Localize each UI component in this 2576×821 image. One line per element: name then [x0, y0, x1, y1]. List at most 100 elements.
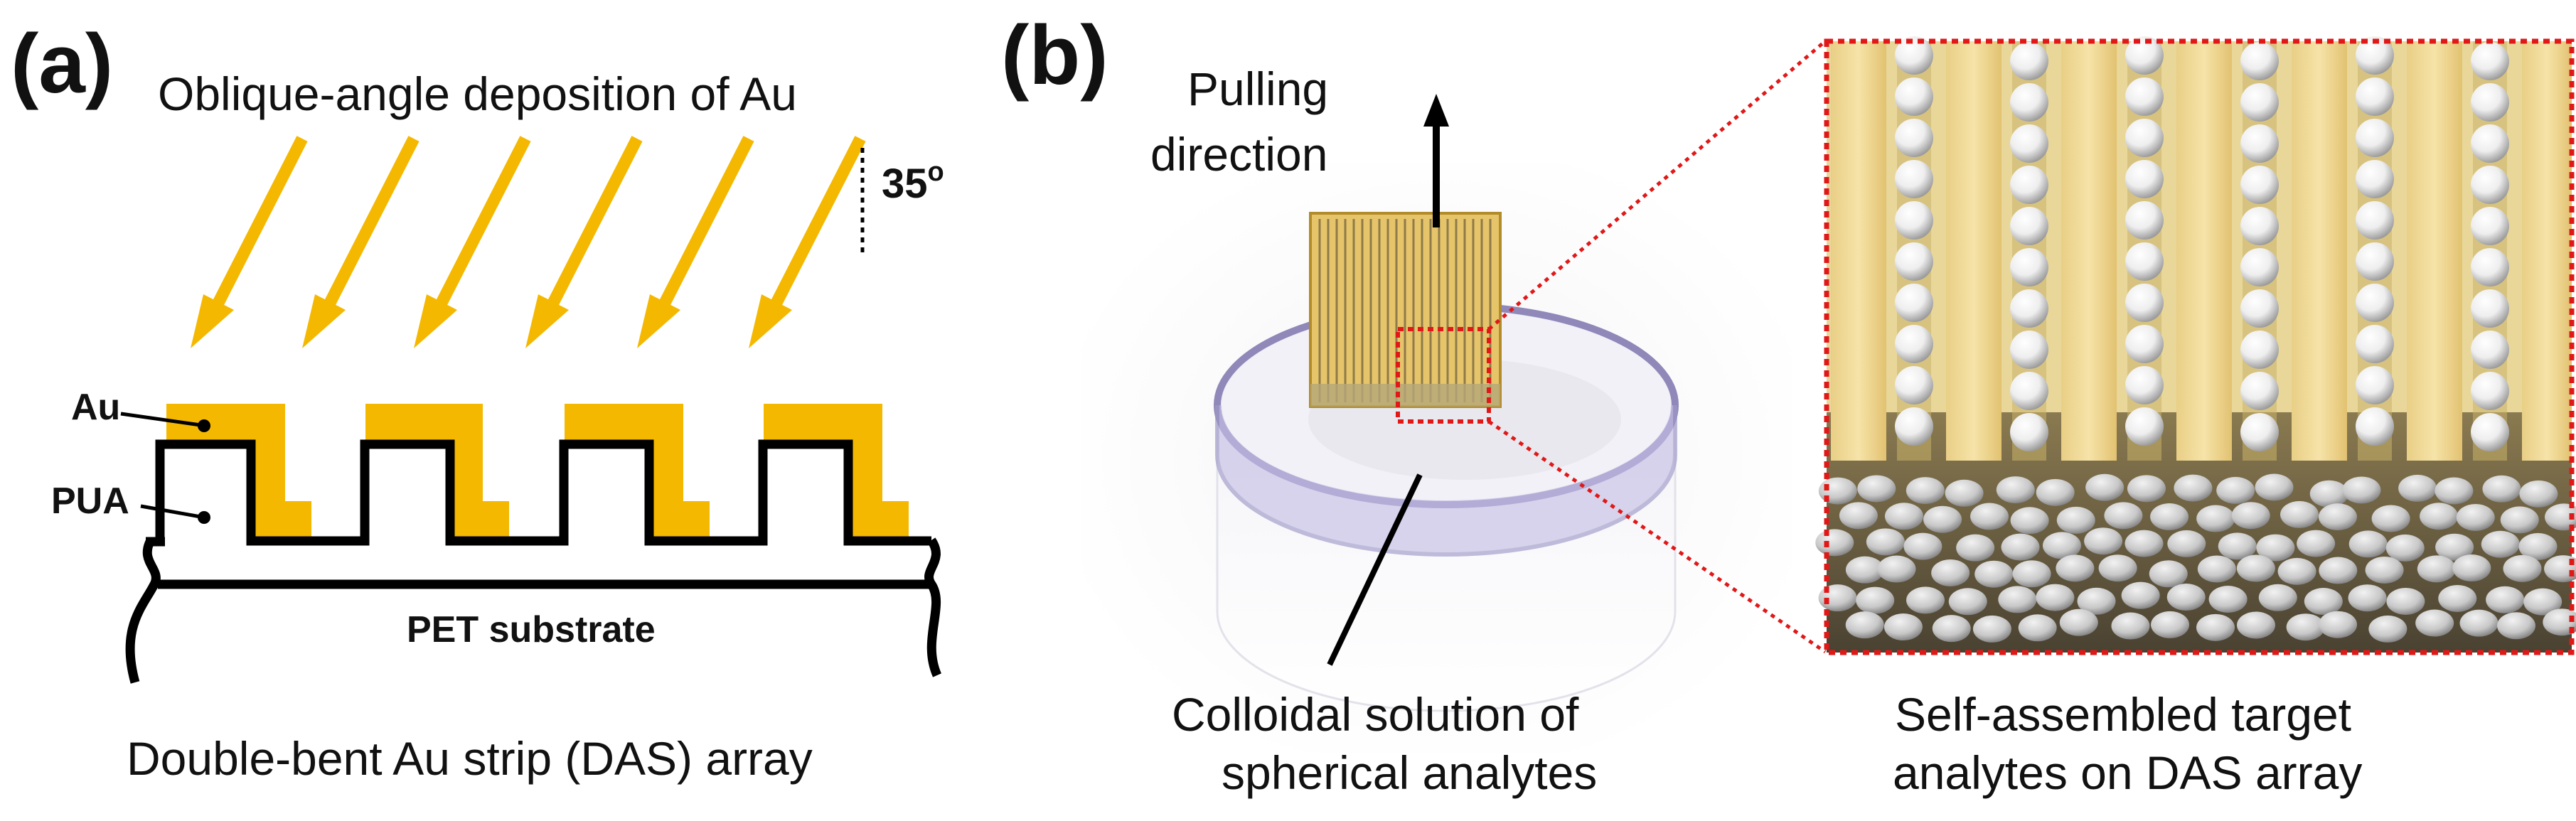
analyte-sphere [2010, 83, 2048, 122]
analyte-sphere [2240, 372, 2279, 410]
floor-analyte-sphere [1948, 588, 1987, 616]
floor-analyte-sphere [2258, 584, 2297, 611]
floor-analyte-sphere [2286, 613, 2325, 641]
substrate-label: PET substrate [407, 609, 656, 650]
floor-analyte-sphere [2111, 612, 2150, 640]
floor-analyte-sphere [1856, 586, 1895, 614]
floor-analyte-sphere [2149, 560, 2188, 588]
floor-analyte-sphere [2319, 557, 2358, 584]
deposition-arrow [414, 136, 531, 348]
floor-analyte-sphere [2098, 554, 2137, 582]
floor-analyte-sphere [1906, 477, 1945, 505]
floor-analyte-sphere [2208, 586, 2248, 613]
analyte-sphere [2240, 413, 2279, 451]
floor-analyte-sphere [1974, 560, 2014, 588]
floor-analyte-sphere [2348, 530, 2388, 558]
analyte-sphere [2356, 325, 2394, 363]
analyte-sphere [1895, 160, 1933, 198]
floor-analyte-sphere [2196, 505, 2235, 532]
floor-analyte-sphere [2456, 503, 2495, 531]
floor-analyte-sphere [1884, 503, 1923, 530]
floor-analyte-sphere [2342, 476, 2381, 504]
analyte-sphere [1895, 242, 1933, 281]
analyte-sphere [2010, 124, 2048, 163]
floor-analyte-sphere [1970, 503, 2009, 530]
analyte-sphere [1895, 325, 1933, 363]
angle-value: 35o [882, 157, 944, 207]
floor-analyte-sphere [2010, 507, 2049, 535]
floor-analyte-sphere [2231, 502, 2270, 530]
analyte-sphere [2010, 413, 2048, 451]
pua-leader-dot [198, 511, 210, 524]
au-coating [166, 404, 909, 543]
analyte-sphere [2471, 166, 2509, 204]
floor-analyte-sphere [1903, 532, 1942, 560]
floor-analyte-sphere [1996, 476, 2035, 504]
floor-analyte-sphere [1845, 611, 1884, 639]
analyte-sphere [2471, 289, 2509, 328]
floor-analyte-sphere [2318, 503, 2357, 531]
floor-analyte-sphere [2500, 506, 2539, 534]
analyte-sphere [2240, 248, 2279, 286]
floor-analyte-sphere [2121, 581, 2160, 609]
pua-label: PUA [51, 481, 129, 522]
analyte-sphere [2125, 325, 2164, 363]
analyte-sphere [2125, 77, 2164, 116]
floor-analyte-sphere [2256, 534, 2295, 562]
panel-b: (b) [1001, 9, 2576, 799]
floor-analyte-sphere [2255, 473, 2294, 501]
floor-analyte-sphere [1839, 502, 1878, 530]
floor-analyte-sphere [2018, 614, 2057, 642]
floor-analyte-sphere [2435, 533, 2474, 561]
floor-analyte-sphere [2104, 502, 2143, 530]
analyte-sphere [2010, 372, 2048, 410]
floor-analyte-sphere [2012, 560, 2051, 588]
floor-analyte-sphere [2166, 584, 2206, 611]
colloid-leader [1327, 473, 1423, 666]
analyte-sphere [2471, 42, 2509, 80]
colloid-label-line2: spherical analytes [1222, 746, 1597, 799]
au-leader [120, 412, 201, 427]
analyte-sphere [2010, 207, 2048, 245]
deposition-arrow [302, 136, 419, 348]
floor-analyte-sphere [2459, 609, 2498, 637]
pua-leader [140, 504, 201, 519]
floor-analyte-sphere [1945, 479, 1984, 507]
analyte-sphere [2471, 413, 2509, 451]
deposition-arrow [749, 136, 866, 348]
analyte-sphere [2471, 248, 2509, 286]
analyte-sphere [1895, 284, 1933, 322]
analyte-sphere [2356, 284, 2394, 322]
panel-a-label: (a) [11, 17, 113, 111]
assembled-label-line2: analytes on DAS array [1893, 746, 2362, 799]
analyte-sphere [2010, 42, 2048, 80]
floor-analyte-sphere [2036, 584, 2075, 611]
analyte-sphere [2240, 42, 2279, 80]
floor-analyte-sphere [2371, 505, 2410, 532]
floor-analyte-sphere [1923, 505, 1962, 533]
floor-analyte-sphere [1972, 615, 2011, 643]
panel-b-label: (b) [1001, 9, 1108, 102]
analyte-sphere [1895, 407, 1933, 446]
analyte-sphere [2010, 331, 2048, 369]
analyte-sphere [2240, 207, 2279, 245]
analyte-sphere [2125, 242, 2164, 281]
floor-analyte-sphere [2481, 530, 2520, 558]
floor-analyte-sphere [2398, 474, 2437, 502]
floor-analyte-sphere [1866, 528, 1905, 556]
analyte-sphere [2356, 119, 2394, 157]
floor-analyte-sphere [2297, 530, 2336, 557]
analyte-sphere [1895, 366, 1933, 404]
floor-analyte-sphere [2059, 608, 2098, 636]
floor-analyte-sphere [2348, 584, 2387, 612]
floor-analyte-sphere [1932, 615, 1971, 643]
floor-analyte-sphere [2519, 480, 2558, 508]
floor-analyte-sphere [2127, 475, 2166, 503]
floor-analyte-sphere [2452, 554, 2491, 582]
floor-analyte-sphere [2150, 503, 2189, 531]
analyte-sphere [2471, 124, 2509, 163]
panel-a: (a) Oblique-angle deposition of Au 35o [11, 17, 944, 785]
panel-a-caption: Double-bent Au strip (DAS) array [127, 732, 813, 785]
analyte-sphere [1895, 36, 1933, 75]
floor-analyte-sphere [2518, 532, 2558, 560]
